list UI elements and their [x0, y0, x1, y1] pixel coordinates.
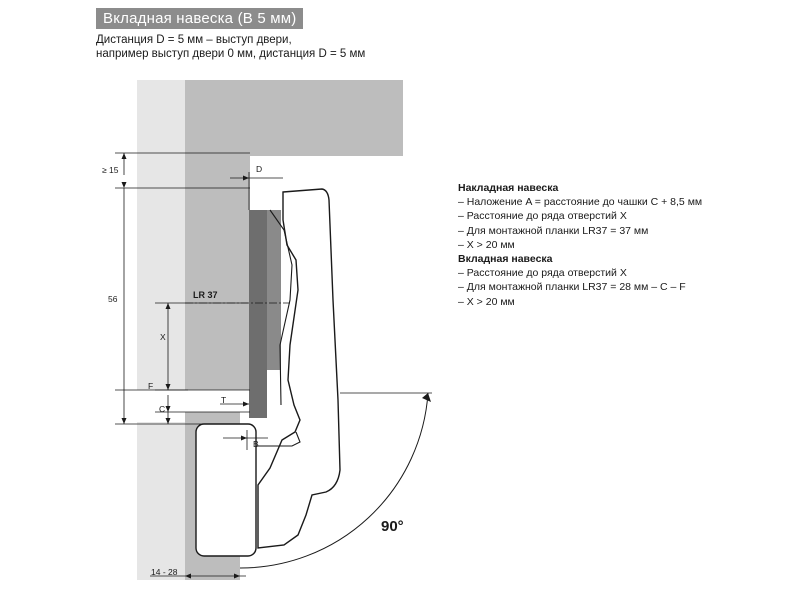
label-x: X: [160, 332, 166, 342]
label-f: F: [148, 381, 153, 391]
label-range: 14 - 28: [151, 567, 178, 577]
label-b: B: [253, 439, 259, 449]
plate-base: [267, 210, 281, 370]
lower-side-light: [137, 422, 185, 580]
label-lr37: LR 37: [193, 290, 218, 300]
label-angle: 90°: [381, 518, 404, 535]
note-line: – Расстояние до ряда отверстий X: [458, 267, 627, 280]
note-line: – Для монтажной планки LR37 = 37 мм: [458, 224, 649, 237]
label-t: T: [221, 395, 226, 405]
label-ge15: ≥ 15: [102, 165, 119, 175]
label-c: C: [159, 404, 165, 414]
note-line: Накладная навеска: [458, 182, 559, 194]
note-line: Вкладная навеска: [458, 253, 553, 266]
subtitle-line-2: например выступ двери 0 мм, дистанция D …: [96, 48, 366, 60]
notes-block: Накладная навеска – Наложение A = рассто…: [458, 181, 702, 309]
cabinet-side-mid: [185, 156, 250, 390]
subtitle-line-1: Дистанция D = 5 мм – выступ двери,: [96, 34, 292, 46]
hinge-link: [252, 431, 301, 447]
hinge-arm-inner: [269, 209, 293, 406]
cabinet-top-panel: [185, 80, 403, 156]
note-line: – Наложение A = расстояние до чашки C + …: [458, 196, 703, 209]
diagram-title: Вкладная навеска (В 5 мм): [96, 8, 304, 29]
label-56: 56: [108, 294, 118, 304]
label-d: D: [256, 164, 262, 174]
opening-arc: [239, 392, 429, 569]
note-line: – X > 20 мм: [458, 295, 515, 308]
hinge-arm: [257, 188, 341, 549]
note-line: – Расстояние до ряда отверстий X: [458, 210, 627, 223]
note-line: – Для монтажной планки LR37 = 28 мм – C …: [458, 281, 686, 294]
note-line: – X > 20 мм: [458, 238, 515, 251]
mounting-plate: [249, 210, 267, 418]
